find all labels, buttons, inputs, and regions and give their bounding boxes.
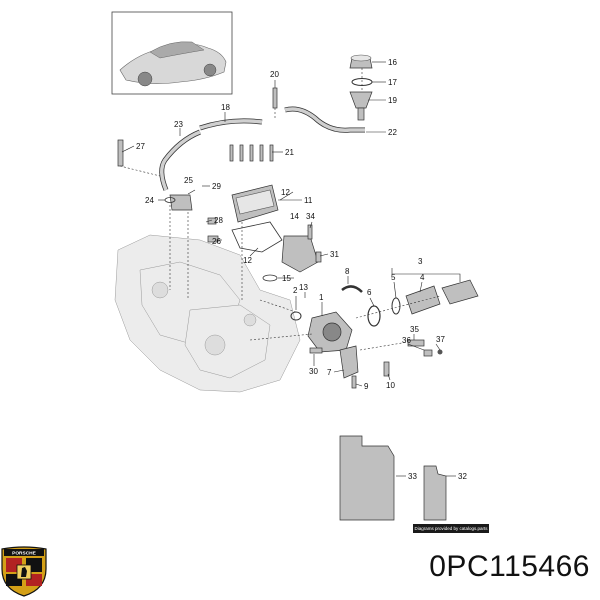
callout-3: 3 <box>418 257 423 266</box>
callout-9: 9 <box>364 382 369 391</box>
callout-34: 34 <box>306 212 315 221</box>
callout-2: 2 <box>293 286 298 295</box>
callout-4: 4 <box>420 273 425 282</box>
callout-6: 6 <box>367 288 372 297</box>
callout-31: 31 <box>330 250 339 259</box>
callout-20: 20 <box>270 70 279 79</box>
diagram-credit: Diagrams provided by catalogs.parts <box>413 524 489 533</box>
callout-12b: 12 <box>243 256 252 265</box>
part-number: 0PC115466 <box>429 550 590 583</box>
callout-28: 28 <box>214 216 223 225</box>
callout-13: 13 <box>299 283 308 292</box>
callout-15: 15 <box>282 274 291 283</box>
callout-32: 32 <box>458 472 467 481</box>
callout-24: 24 <box>145 196 154 205</box>
callout-1: 1 <box>319 293 324 302</box>
callout-8: 8 <box>345 267 350 276</box>
callout-23: 23 <box>174 120 183 129</box>
callout-11: 11 <box>304 196 313 205</box>
logo-wordmark: PORSCHE <box>12 551 37 557</box>
callout-30: 30 <box>309 367 318 376</box>
alignment-lines <box>119 68 441 351</box>
callout-36: 36 <box>402 336 411 345</box>
callout-33: 33 <box>408 472 417 481</box>
callout-7: 7 <box>327 368 332 377</box>
callout-labels: 1 2 3 4 5 6 7 8 9 10 11 12 12 13 14 15 1… <box>136 58 467 481</box>
callout-26: 26 <box>212 237 221 246</box>
callout-14: 14 <box>290 212 299 221</box>
callout-22: 22 <box>388 128 397 137</box>
callout-19: 19 <box>388 96 397 105</box>
callout-5: 5 <box>391 273 396 282</box>
porsche-crest-logo: PORSCHE <box>1 546 47 597</box>
callout-29: 29 <box>212 182 221 191</box>
callout-25: 25 <box>184 176 193 185</box>
callout-21: 21 <box>285 148 294 157</box>
part-shapes <box>117 54 479 521</box>
callout-27: 27 <box>136 142 145 151</box>
engine-block <box>114 234 301 393</box>
callout-10: 10 <box>386 381 395 390</box>
car-thumbnail <box>111 11 233 95</box>
callout-17: 17 <box>388 78 397 87</box>
callout-35: 35 <box>410 325 419 334</box>
callout-16: 16 <box>388 58 397 67</box>
callout-18: 18 <box>221 103 230 112</box>
leader-lines <box>121 61 461 477</box>
callout-12a: 12 <box>281 188 290 197</box>
callout-37: 37 <box>436 335 445 344</box>
